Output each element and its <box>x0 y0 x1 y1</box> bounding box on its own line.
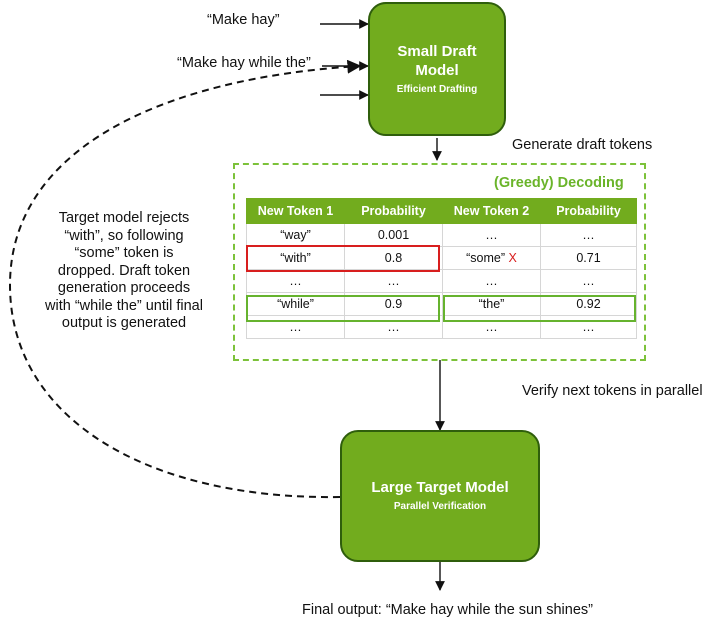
header-probability-1: Probability <box>344 198 443 224</box>
table-cell: 0.001 <box>344 223 443 247</box>
draft-model-subtitle: Efficient Drafting <box>396 83 478 95</box>
header-new-token-1: New Token 1 <box>246 198 345 224</box>
verify-label: Verify next tokens in parallel <box>522 383 703 399</box>
table-cell: … <box>540 223 637 247</box>
table-cell: … <box>540 315 637 339</box>
feedback-loop-dashed <box>8 59 362 499</box>
table-cell: … <box>344 315 443 339</box>
table-row: … … … … <box>246 269 637 293</box>
table-cell: … <box>540 269 637 293</box>
draft-model-title-1: Small Draft <box>397 42 477 60</box>
table-row: “way” 0.001 … … <box>246 223 637 247</box>
side-note-line: “with”, so following <box>64 227 184 244</box>
final-output: Final output: “Make hay while the sun sh… <box>302 602 593 618</box>
decoding-title: (Greedy) Decoding <box>494 175 624 191</box>
target-model-box: Large Target Model Parallel Verification <box>340 430 540 562</box>
table-cell: … <box>442 223 541 247</box>
rejected-token: “some” <box>466 251 506 265</box>
table-cell: … <box>442 269 541 293</box>
table-cell: “way” <box>246 223 345 247</box>
decoding-panel <box>233 163 646 361</box>
side-note: Target model rejects “with”, so followin… <box>28 210 220 333</box>
rejected-row-highlight <box>246 245 440 272</box>
side-note-line: output is generated <box>61 315 187 331</box>
draft-model-box: Small Draft Model Efficient Drafting <box>368 2 506 136</box>
side-note-line: “some” token is <box>74 245 174 261</box>
table-cell: 0.71 <box>540 246 637 270</box>
draft-model-title-2: Model <box>415 61 459 79</box>
side-note-line: generation proceeds <box>57 280 191 296</box>
side-note-line: dropped. Draft token <box>57 262 191 279</box>
input-text-2: “Make hay while the” <box>177 55 311 71</box>
generate-label: Generate draft tokens <box>512 137 653 153</box>
reject-mark: X <box>508 251 517 265</box>
table-cell: … <box>344 269 443 293</box>
input-text-1: “Make hay” <box>207 12 280 28</box>
header-new-token-2: New Token 2 <box>442 198 541 224</box>
side-note-line: Target model rejects <box>58 210 190 226</box>
header-probability-2: Probability <box>540 198 637 224</box>
accepted-row-highlight-2 <box>443 295 636 322</box>
table-cell-rejected: “some” X <box>442 246 541 270</box>
table-header-row: New Token 1 Probability New Token 2 Prob… <box>246 198 637 224</box>
target-model-subtitle: Parallel Verification <box>393 501 487 512</box>
table-cell: … <box>246 315 345 339</box>
accepted-row-highlight-1 <box>246 295 440 322</box>
target-model-title: Large Target Model <box>371 479 509 496</box>
table-row: … … … … <box>246 315 637 339</box>
side-note-line: with “while the” until final <box>45 297 203 314</box>
table-cell: … <box>246 269 345 293</box>
